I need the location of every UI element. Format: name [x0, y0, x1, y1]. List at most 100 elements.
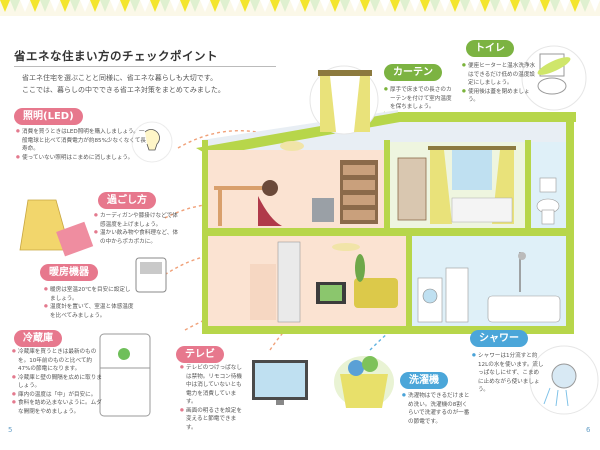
border-triangle — [140, 0, 150, 12]
border-triangle — [410, 0, 420, 12]
border-triangle — [280, 0, 290, 12]
border-triangle — [420, 0, 430, 12]
border-triangle — [350, 0, 360, 12]
fridge-badge: 冷蔵庫 — [14, 330, 62, 347]
heating-tips: 暖房は室温20℃を目安に設定しましょう。 温度計を置いて、室温と体感温度を比べて… — [44, 286, 136, 320]
border-triangle — [570, 0, 580, 12]
page-number-right: 6 — [586, 426, 591, 434]
border-triangle — [540, 0, 550, 12]
border-triangle — [20, 0, 30, 12]
page-title: 省エネな住まい方のチェックポイント — [14, 49, 218, 63]
arrow-fridge — [184, 294, 291, 331]
border-triangle — [130, 0, 140, 12]
border-triangle — [390, 0, 400, 12]
sugoshikata-badge: 過ごし方 — [98, 192, 156, 209]
tv-tip-1: テレビのつけっぱなしは禁物。リモコン待機中は消していないとも電力を消費しています… — [180, 364, 246, 407]
border-triangle — [290, 0, 300, 12]
border-triangle — [270, 0, 280, 12]
border-triangle — [250, 0, 260, 12]
arrow-lighting — [177, 130, 287, 149]
border-triangle — [10, 0, 20, 12]
shower-tips: シャワーは1分流すと約12Lの水を使います。流しっぱなしにせず、こまめに止めなが… — [472, 352, 544, 395]
lighting-tips: 消費を買うときはLED照明を購入しましょう。一般電球と比べて消費電力が約85%少… — [16, 128, 146, 162]
border-triangle — [70, 0, 80, 12]
arrow-laundry — [369, 299, 431, 351]
intro-line-2: ここでは、暮らしの中でできる省エネ対策をまとめてみました。 — [22, 86, 225, 94]
fridge-tips: 冷蔵庫を買うときは最新のものを。10年前のものと比べて約47%の節電になります。… — [12, 348, 102, 416]
lighting-tip-2: 使っていない照明はこまめに消しましょう。 — [16, 154, 146, 163]
curtain-tips: 厚手で床までの長さのカーテンを付けて室内温度を保ちましょう。 — [384, 86, 454, 112]
sugoshikata-tip-2: 温かい飲み物や食料理など、体の中からポカポカに。 — [94, 229, 180, 246]
border-triangle — [110, 0, 120, 12]
fridge-tip-2: 冷蔵庫と壁の間隔を広めに取りましょう。 — [12, 374, 102, 391]
heating-badge: 暖房機器 — [40, 264, 98, 281]
arrow-tv — [269, 299, 321, 351]
curtain-badge: カーテン — [384, 64, 442, 81]
fridge-tip-3: 庫内の温度は「中」が目安に。 — [12, 391, 102, 400]
border-triangle — [450, 0, 460, 12]
border-triangle — [200, 0, 210, 12]
border-triangle — [520, 0, 530, 12]
border-triangle — [530, 0, 540, 12]
laundry-tip-1: 洗濯物はできるだけまとめ洗い。洗濯機の8割くらいで洗濯するのが一番の節電です。 — [402, 392, 472, 426]
border-triangle — [40, 0, 50, 12]
border-triangle — [340, 0, 350, 12]
heating-tip-1: 暖房は室温20℃を目安に設定しましょう。 — [44, 286, 136, 303]
border-triangle — [240, 0, 250, 12]
shower-tip-1: シャワーは1分流すと約12Lの水を使います。流しっぱなしにせず、こまめに止めなが… — [472, 352, 544, 395]
border-triangle — [500, 0, 510, 12]
lighting-badge: 照明(LED) — [14, 108, 83, 125]
tv-badge: テレビ — [176, 346, 224, 363]
border-triangle — [60, 0, 70, 12]
fridge-tip-4: 食料を詰め込まないように。ムダな開閉をやめましょう。 — [12, 399, 102, 416]
curtain-tip-1: 厚手で床までの長さのカーテンを付けて室内温度を保ちましょう。 — [384, 86, 454, 112]
border-triangle — [0, 0, 10, 12]
toilet-badge: トイレ — [466, 40, 514, 57]
border-triangle — [260, 0, 270, 12]
border-triangle — [580, 0, 590, 12]
border-triangle — [180, 0, 190, 12]
border-triangle — [150, 0, 160, 12]
intro-line-1: 省エネ住宅を選ぶことと同様に、省エネな暮らしも大切です。 — [22, 74, 218, 82]
border-triangle — [370, 0, 380, 12]
top-triangle-border — [0, 0, 600, 16]
border-triangle — [490, 0, 500, 12]
border-triangle — [440, 0, 450, 12]
border-triangle — [330, 0, 340, 12]
toilet-tip-2: 使用後は蓋を閉めましょう。 — [462, 88, 536, 105]
border-triangle — [510, 0, 520, 12]
intro-text: 省エネ住宅を選ぶことと同様に、省エネな暮らしも大切です。 ここでは、暮らしの中で… — [22, 72, 272, 96]
page-number-left: 5 — [8, 426, 13, 434]
shower-badge: シャワー — [470, 330, 528, 347]
border-triangle — [170, 0, 180, 12]
border-triangle — [320, 0, 330, 12]
tv-tip-2: 画面の明るさを設定を変えると節電できます。 — [180, 407, 246, 433]
border-triangle — [30, 0, 40, 12]
border-triangle — [210, 0, 220, 12]
border-triangle — [310, 0, 320, 12]
tv-tips: テレビのつけっぱなしは禁物。リモコン待機中は消していないとも電力を消費しています… — [180, 364, 246, 432]
border-triangle — [560, 0, 570, 12]
border-triangle — [380, 0, 390, 12]
border-triangle — [230, 0, 240, 12]
lighting-tip-1: 消費を買うときはLED照明を購入しましょう。一般電球と比べて消費電力が約85%少… — [16, 128, 146, 154]
laundry-tips: 洗濯物はできるだけまとめ洗い。洗濯機の8割くらいで洗濯するのが一番の節電です。 — [402, 392, 472, 426]
toilet-tip-1: 便座ヒーターと温水洗浄水はできるだけ低めの温度設定にしましょう。 — [462, 62, 536, 88]
border-triangle — [300, 0, 310, 12]
border-triangle — [50, 0, 60, 12]
border-triangle — [590, 0, 600, 12]
toilet-tips: 便座ヒーターと温水洗浄水はできるだけ低めの温度設定にしましょう。 使用後は蓋を閉… — [462, 62, 536, 105]
border-triangle — [360, 0, 370, 12]
border-triangle — [80, 0, 90, 12]
laundry-badge: 洗濯機 — [400, 372, 448, 389]
border-triangle — [480, 0, 490, 12]
border-triangle — [430, 0, 440, 12]
border-triangle — [470, 0, 480, 12]
border-triangle — [120, 0, 130, 12]
border-triangle — [550, 0, 560, 12]
fridge-tip-1: 冷蔵庫を買うときは最新のものを。10年前のものと比べて約47%の節電になります。 — [12, 348, 102, 374]
sugoshikata-tip-1: カーディガンや膝掛けなどで体感温度を上げましょう。 — [94, 212, 180, 229]
border-triangle — [400, 0, 410, 12]
heating-tip-2: 温度計を置いて、室温と体感温度を比べてみましょう。 — [44, 303, 136, 320]
